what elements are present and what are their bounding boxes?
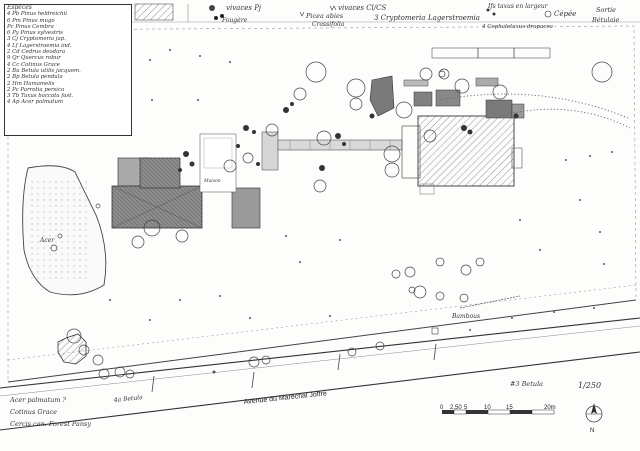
top-planters (431, 47, 551, 59)
legend-item: 6 Pm Pinus mugo (7, 17, 55, 24)
legend-item: 2 Bu Betula utilis jacquem. (7, 67, 81, 74)
label-vivaces-cl: vivaces Cl/CS (338, 4, 387, 12)
svg-text:5: 5 (464, 405, 468, 411)
label-vivaces-pj: vivaces Pj (226, 4, 262, 12)
label-ifs: Ifs taxus en largeur (487, 3, 549, 10)
legend-item: 6 Py Pinus sylvestris (7, 30, 64, 37)
label-picea: Picea abies (305, 12, 344, 20)
dark-shrubs (178, 102, 519, 172)
north-arrow-icon (585, 403, 603, 423)
house-note: Maison (203, 178, 221, 184)
street-edge-bottom (0, 351, 640, 431)
label-bambous: Bambous (451, 313, 480, 320)
gates (151, 343, 437, 393)
street-edge-top (0, 317, 640, 389)
legend-item: 4 Cc Cotinus Grace (7, 61, 60, 68)
bamboo-hedge (459, 295, 521, 309)
svg-text:20m: 20m (544, 405, 556, 411)
legend-item: 3 Cj Cryptomeria jap. (7, 36, 66, 43)
label-cryptomeria: 3 Cryptomeria (374, 14, 425, 22)
planting-dots (109, 49, 613, 374)
main-house (111, 157, 261, 229)
hedge-beds (369, 75, 525, 119)
label-picea-sub: Crassifolia (312, 21, 345, 28)
street-sidewalk (0, 325, 640, 397)
front-fence (7, 299, 637, 383)
legend-item: 9 Qr Quercus robur (7, 55, 61, 62)
label-lagerstroemia: Lagerstroemia (427, 14, 480, 22)
label-acer: Acer (39, 237, 55, 244)
legend-item: 2 Bp Betula pendula (7, 74, 63, 81)
legend-item: 2 Pc Parrotia persica (7, 86, 65, 93)
note-betula-left: 4a Betula (112, 394, 143, 404)
legend-item: 2 Cd Cedrus deodara (7, 49, 66, 56)
north-label: N (590, 428, 594, 434)
boardwalk (261, 131, 403, 171)
scale-ticks: 0 2,50 5 10 15 20m (440, 405, 556, 411)
note-bottom-2: Cotinus Grace (10, 408, 57, 416)
note-bottom-3: Cercis can. Forest Pansy (10, 420, 91, 428)
trees (50, 61, 613, 380)
terrace-inner (203, 137, 233, 169)
legend-item: 4 Lf Lagerstroemia ind. (7, 42, 72, 49)
svg-text:2,50: 2,50 (450, 405, 462, 411)
header-symbols (209, 5, 552, 20)
left-island-texture (30, 180, 90, 280)
header-hatched-box (134, 3, 174, 21)
svg-text:15: 15 (506, 405, 513, 411)
legend-item: 4 Pb Pinus heldreichii (7, 11, 67, 18)
legend-item: 4 Ap Acer palmatum (7, 99, 64, 106)
scale-ratio: 1/250 (578, 381, 601, 390)
small-post (431, 327, 439, 335)
legend-title: Espèces (7, 4, 32, 11)
legend-item: Pc Pinus Cembra (7, 23, 54, 30)
svg-text:10: 10 (484, 405, 491, 411)
label-route-part-2: Bétulaie (591, 16, 619, 24)
svg-text:0: 0 (440, 405, 444, 411)
street-name: Avenue du Maréchal Joffre (243, 390, 327, 406)
label-ifs-sub: 4 Cephalotaxus drupacea (481, 24, 553, 30)
dotted-path (439, 93, 629, 119)
note-betula-right: #3 Betula (510, 380, 543, 388)
terrace (199, 133, 237, 193)
inner-boundary (7, 284, 637, 361)
label-route-part-1: Sortie (596, 6, 616, 14)
legend-item: 2 Hm Hamamelis (7, 80, 55, 87)
legend-item: 3 Tb Taxus baccata fast. (7, 93, 74, 100)
label-cepee: Cépée (554, 10, 576, 18)
scale-bar (442, 409, 555, 415)
label-fougere: Fougère (221, 17, 248, 24)
dotted-path-2 (499, 108, 631, 129)
note-bottom-1: Acer palmatum ? (9, 396, 67, 404)
gazebo (57, 333, 87, 365)
